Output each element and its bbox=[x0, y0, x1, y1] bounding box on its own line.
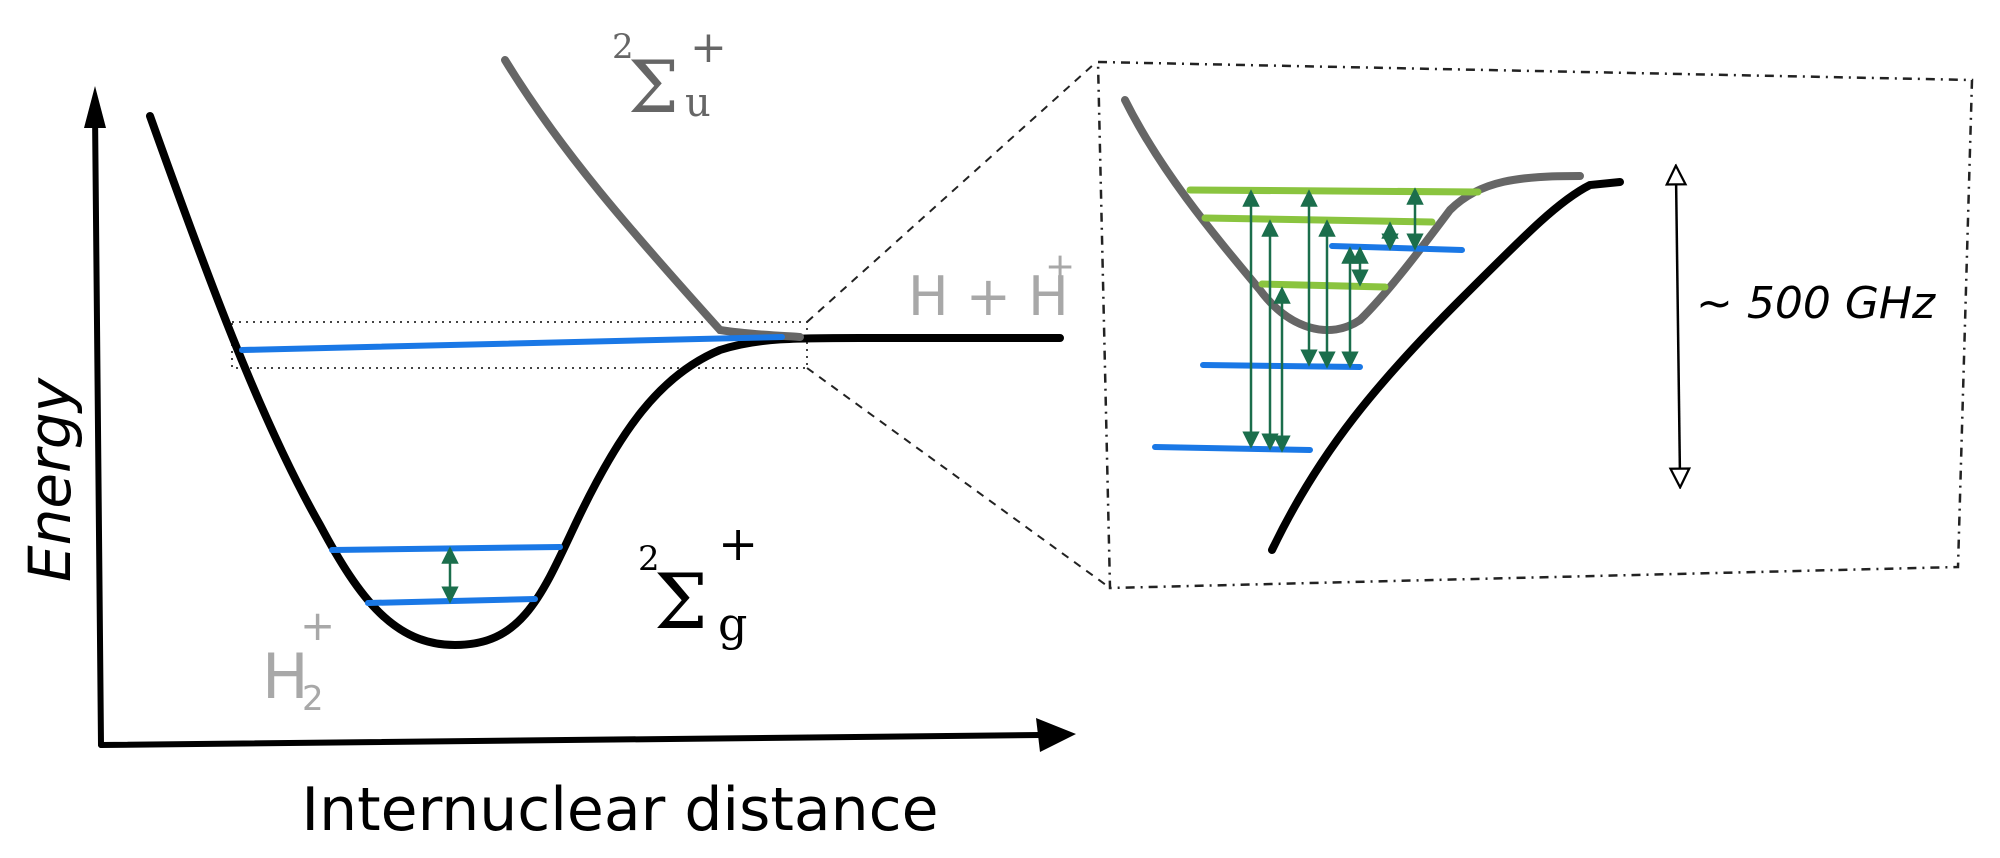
energy-span-arrow bbox=[1676, 175, 1680, 478]
upper-term-label: 2 Σ + u bbox=[612, 22, 727, 129]
inset-upper-levels bbox=[1186, 186, 1482, 291]
inset-transition-arrows bbox=[1242, 187, 1424, 453]
upper-level-1 bbox=[1186, 186, 1482, 196]
upper-term-sub: u bbox=[685, 80, 711, 126]
zoom-projection-lines bbox=[806, 64, 1107, 586]
upper-term-symbol: Σ bbox=[628, 45, 679, 129]
molecule-sup: + bbox=[300, 601, 335, 650]
lower-term-symbol: Σ bbox=[654, 557, 708, 646]
molecule-sub: 2 bbox=[302, 679, 324, 719]
bound-level-near-threshold bbox=[239, 334, 785, 353]
molecule-text: H bbox=[262, 640, 309, 713]
ground-state-curve bbox=[146, 112, 1064, 650]
lower-term-label: 2 Σ + g bbox=[638, 516, 758, 651]
dissociation-text: H + H bbox=[908, 265, 1069, 328]
lower-term-sup: + bbox=[718, 516, 758, 572]
y-axis bbox=[92, 109, 104, 748]
bound-level-a bbox=[1329, 243, 1465, 253]
upper-term-multiplicity: 2 bbox=[612, 27, 634, 67]
y-axis-arrow bbox=[84, 86, 106, 128]
upper-level-2 bbox=[1201, 214, 1436, 226]
inset-frame bbox=[1096, 60, 1974, 590]
energy-span-label: ~ 500 GHz bbox=[1696, 278, 1936, 329]
x-axis-label: Internuclear distance bbox=[301, 775, 938, 845]
dissociation-label: H + H + bbox=[908, 246, 1075, 328]
dissociation-sup: + bbox=[1045, 246, 1075, 287]
bound-level-c bbox=[1152, 444, 1313, 453]
x-axis bbox=[98, 732, 1043, 748]
inset-excited-curve bbox=[1121, 96, 1584, 334]
axis-labels: Energy Internuclear distance bbox=[16, 377, 939, 845]
lower-term-multiplicity: 2 bbox=[638, 539, 660, 579]
bound-level-v1 bbox=[329, 544, 563, 553]
y-axis-label: Energy bbox=[16, 377, 84, 582]
bound-level-v0 bbox=[365, 596, 538, 606]
axes bbox=[84, 86, 1076, 752]
inset-ground-curve bbox=[1268, 178, 1624, 554]
molecule-label: H 2 + bbox=[262, 601, 335, 719]
upper-term-sup: + bbox=[690, 22, 727, 73]
x-axis-arrow bbox=[1036, 718, 1076, 752]
lower-term-sub: g bbox=[718, 597, 747, 651]
upper-level-3 bbox=[1258, 280, 1389, 291]
